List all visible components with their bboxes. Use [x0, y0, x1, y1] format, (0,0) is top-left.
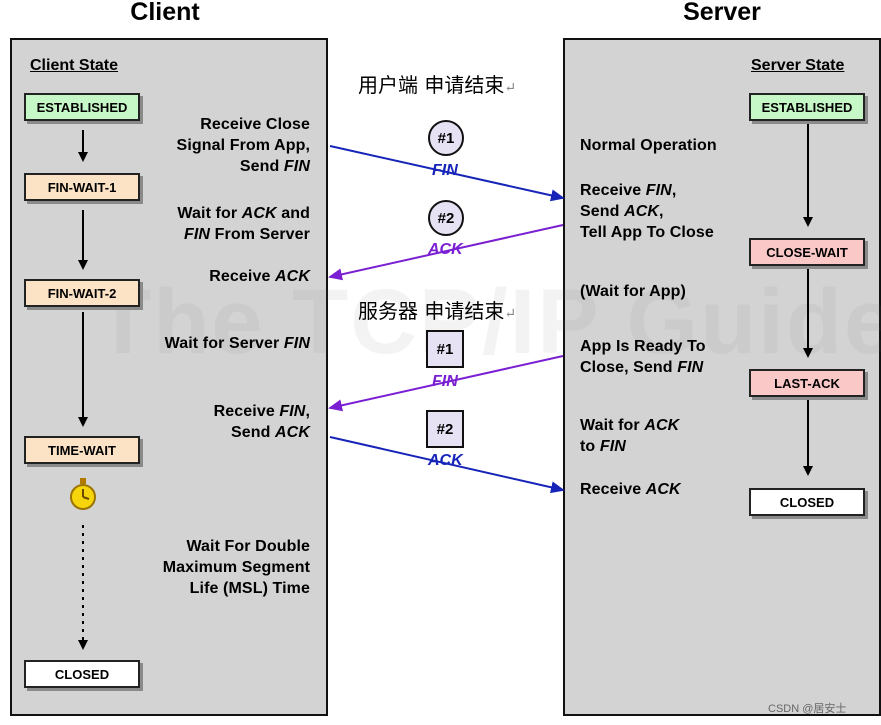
credit-text: CSDN @居安士	[768, 703, 847, 715]
msg2-badge: #2	[428, 200, 464, 236]
server-state-close-wait: CLOSE-WAIT	[749, 238, 865, 266]
client-state-time-wait: TIME-WAIT	[24, 436, 140, 464]
watermark-text: The TCP/IP Guide	[95, 271, 881, 373]
msg-arrow-fin-2	[328, 355, 564, 412]
server-state-last-ack: LAST-ACK	[749, 369, 865, 397]
msg4-label: ACK	[428, 452, 463, 469]
client-label-wait-server-fin: Wait for Server FIN	[164, 335, 310, 352]
annotation-server-close: 服务器 申请结束↵	[358, 299, 517, 323]
msg-arrow-ack-1	[328, 224, 564, 281]
msg4-badge: #2	[426, 410, 464, 448]
msg1-label: FIN	[432, 162, 458, 179]
client-label-close-signal: Receive Close Signal From App, Send FIN	[176, 116, 310, 175]
client-state-closed: CLOSED	[24, 660, 140, 688]
server-label-ready: App Is Ready To Close, Send FIN	[580, 338, 706, 376]
server-state-title: Server State	[751, 57, 845, 74]
msg3-badge: #1	[426, 330, 464, 368]
client-label-msl: Wait For Double Maximum Segment Life (MS…	[162, 538, 310, 597]
client-state-established: ESTABLISHED	[24, 93, 140, 121]
client-state-title: Client State	[30, 57, 119, 74]
msg1-badge: #1	[428, 120, 464, 156]
server-label-receive-ack: Receive ACK	[580, 481, 681, 498]
client-state-fin-wait-1: FIN-WAIT-1	[24, 173, 140, 201]
msg2-label: ACK	[428, 241, 463, 258]
annotation-client-close: 用户端 申请结束↵	[358, 73, 517, 97]
msg3-label: FIN	[432, 373, 458, 390]
server-label-wait-app: (Wait for App)	[580, 283, 686, 300]
server-state-closed: CLOSED	[749, 488, 865, 516]
client-heading: Client	[130, 0, 200, 26]
msg-arrow-ack-2	[329, 436, 565, 494]
client-state-fin-wait-2: FIN-WAIT-2	[24, 279, 140, 307]
server-label-receive-fin: Receive FIN,Send ACK,Tell App To Close	[580, 182, 714, 241]
server-state-established: ESTABLISHED	[749, 93, 865, 121]
client-label-receive-ack: Receive ACK	[209, 268, 310, 285]
client-panel	[10, 38, 328, 716]
stopwatch-icon	[70, 478, 96, 510]
server-heading: Server	[683, 0, 761, 26]
msg-arrow-fin-1	[329, 145, 565, 202]
server-label-normal: Normal Operation	[580, 137, 717, 154]
client-label-receive-fin: Receive FIN,Send ACK	[213, 403, 310, 441]
